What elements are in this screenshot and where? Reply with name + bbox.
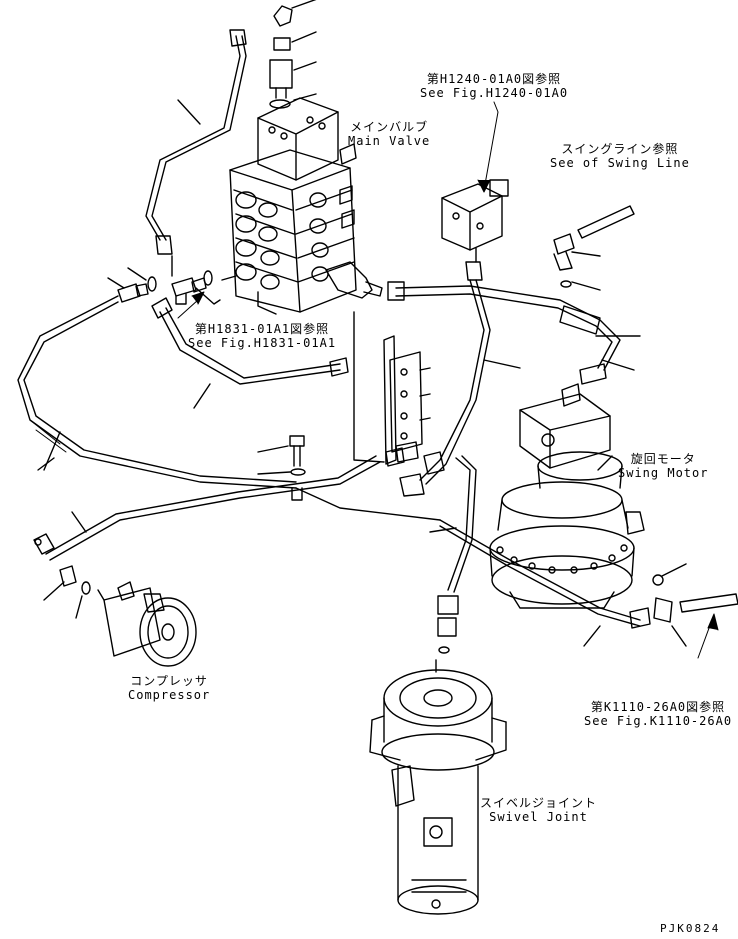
label-main-valve-jp: メインバルブ: [350, 120, 429, 134]
label-fig-h1240: 第H1240-01A0図参照 See Fig.H1240-01A0: [420, 72, 568, 100]
label-fig-k1110-en: See Fig.K1110-26A0: [584, 714, 733, 728]
label-swivel-joint-jp: スイベルジョイント: [480, 796, 598, 810]
label-swing-line-en: See of Swing Line: [550, 156, 690, 170]
label-compressor-jp: コンプレッサ: [130, 674, 208, 688]
label-swivel-joint: スイベルジョイント Swivel Joint: [480, 796, 597, 824]
hose-to-swivel: [399, 279, 521, 615]
label-swing-line: スイングライン参照 See of Swing Line: [550, 142, 690, 170]
hose-upper-left: [145, 29, 247, 255]
label-swing-motor-en: Swing Motor: [618, 466, 709, 480]
label-fig-k1110-jp: 第K1110-26A0図参照: [590, 700, 726, 714]
swing-motor: [489, 383, 687, 609]
label-fig-h1240-jp: 第H1240-01A0図参照: [426, 72, 562, 86]
label-main-valve: メインバルブ Main Valve: [348, 120, 430, 148]
label-fig-h1240-en: See Fig.H1240-01A0: [420, 86, 569, 100]
main-valve: [221, 97, 383, 315]
hose-h1240: [387, 281, 641, 385]
label-swing-line-jp: スイングライン参照: [561, 142, 679, 156]
center-manifold: [353, 311, 431, 467]
hose-compressor: [33, 455, 441, 619]
hose-k1110: [439, 519, 738, 647]
leader-lines: [177, 101, 719, 659]
bolt-washer: [257, 435, 306, 501]
hose-h1831: [151, 297, 349, 409]
left-tee-fittings: [107, 255, 221, 305]
drawing-code: PJK0824: [660, 922, 721, 935]
label-main-valve-en: Main Valve: [348, 134, 431, 148]
label-fig-h1831: 第H1831-01A1図参照 See Fig.H1831-01A1: [188, 322, 336, 350]
h1240-valve-block: [441, 179, 509, 281]
compressor: [97, 581, 197, 667]
label-fig-k1110: 第K1110-26A0図参照 See Fig.K1110-26A0: [584, 700, 732, 728]
label-fig-h1831-en: See Fig.H1831-01A1: [188, 336, 337, 350]
label-compressor: コンプレッサ Compressor: [128, 674, 210, 702]
hose-left-loop: [17, 295, 297, 489]
label-swivel-joint-en: Swivel Joint: [489, 810, 588, 824]
label-fig-h1831-jp: 第H1831-01A1図参照: [194, 322, 330, 336]
label-compressor-en: Compressor: [128, 688, 211, 702]
swing-line-fittings: [553, 205, 635, 291]
label-swing-motor: 旋回モータ Swing Motor: [618, 452, 708, 480]
swivel-joint: [369, 617, 507, 915]
top-fittings: [269, 0, 317, 109]
label-swing-motor-jp: 旋回モータ: [630, 452, 696, 466]
